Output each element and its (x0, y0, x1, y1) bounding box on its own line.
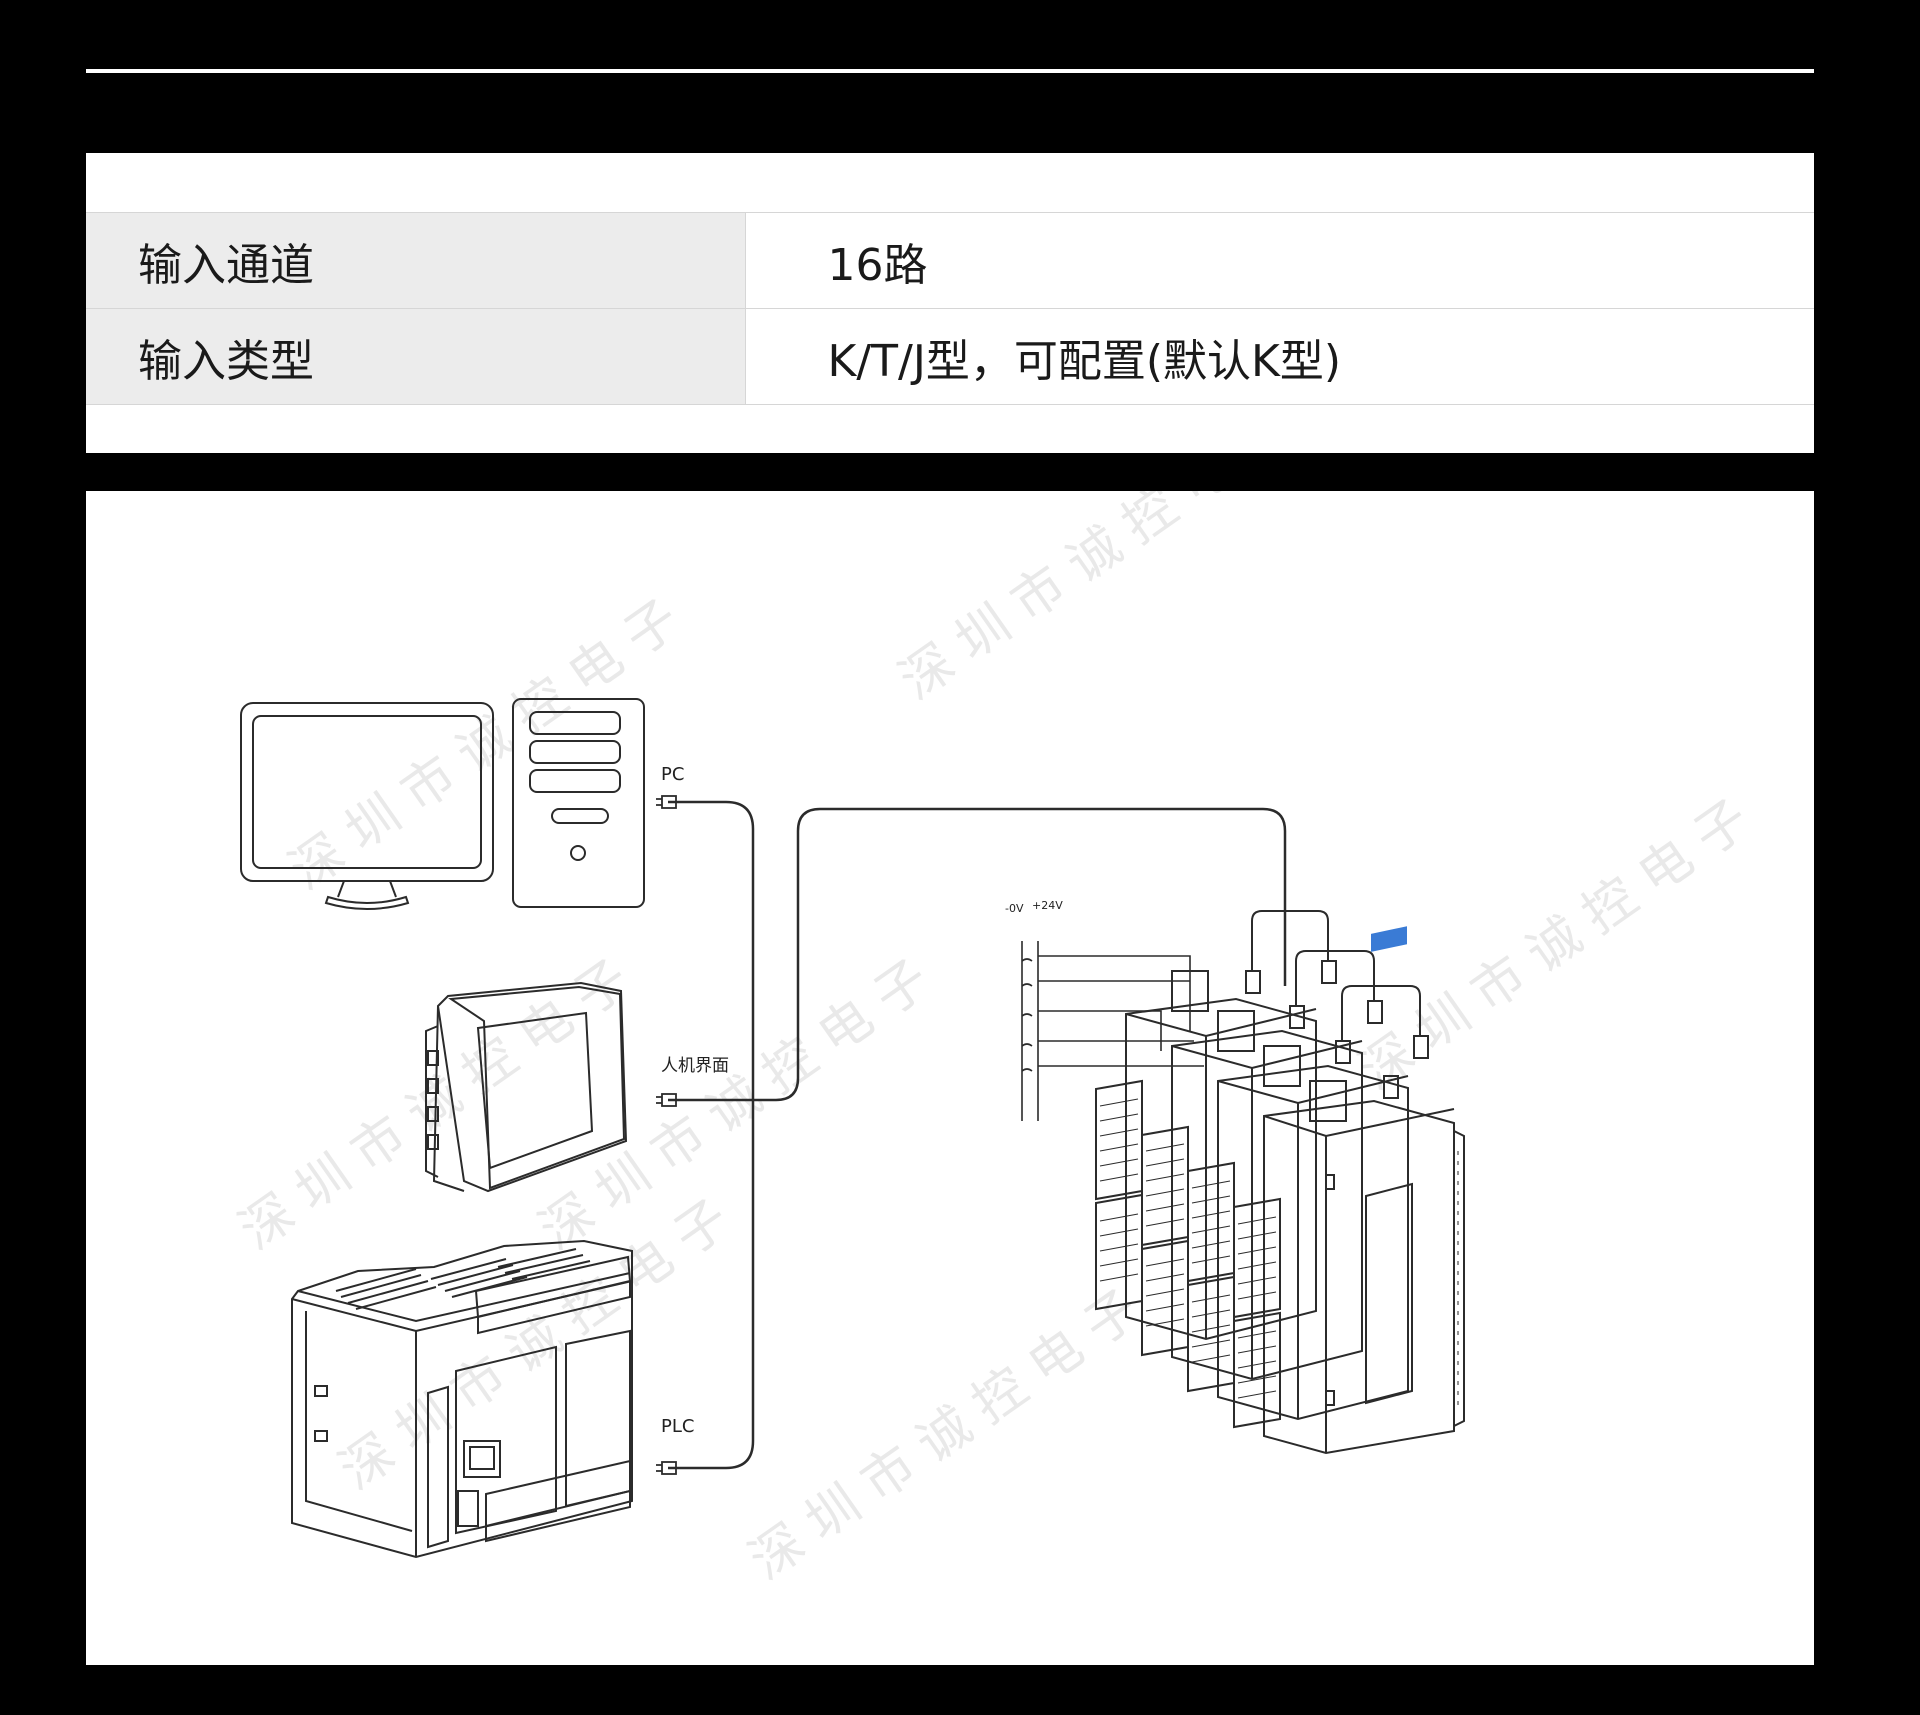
power-plus-label: +24V (1032, 899, 1063, 912)
communication-cable (668, 800, 1287, 1470)
connector-icon (656, 795, 677, 1475)
table-row: 输入类型 K/T/J型，可配置(默认K型) (86, 308, 1814, 405)
plc-icon (291, 1239, 633, 1559)
spec-value: 16路 (745, 212, 1814, 309)
plc-label: PLC (661, 1416, 694, 1437)
top-divider (86, 69, 1814, 73)
spec-label: 输入类型 (86, 308, 746, 405)
hmi-label: 人机界面 (661, 1056, 729, 1076)
watermark-text: 深圳市诚控电子 (889, 491, 1313, 712)
terminal-screws (1099, 1098, 1459, 1411)
power-minus-label: -0V (1005, 902, 1024, 915)
spec-panel: 输入通道 16路 输入类型 K/T/J型，可配置(默认K型) (86, 153, 1814, 453)
io-module-stack (1095, 910, 1465, 1455)
power-bus (1021, 941, 1204, 1121)
diagram-canvas: 深圳市诚控电子 深圳市诚控电子 深圳市诚控电子 深圳市诚控电子 深圳市诚控电子 … (229, 491, 1773, 1592)
monitor-icon (240, 702, 494, 910)
brand-logo (1371, 926, 1407, 952)
table-row: 输入通道 16路 (86, 212, 1814, 309)
spec-label: 输入通道 (86, 212, 746, 309)
wiring-diagram: 深圳市诚控电子 深圳市诚控电子 深圳市诚控电子 深圳市诚控电子 深圳市诚控电子 … (86, 491, 1814, 1665)
spec-value: K/T/J型，可配置(默认K型) (745, 308, 1814, 405)
pc-tower-icon (512, 698, 645, 908)
watermark-text: 深圳市诚控电子 (279, 579, 703, 901)
watermark-text: 深圳市诚控电子 (1349, 779, 1773, 1101)
watermark-text: 深圳市诚控电子 (739, 1269, 1163, 1591)
pc-label: PC (661, 764, 684, 785)
spec-table: 输入通道 16路 输入类型 K/T/J型，可配置(默认K型) (86, 212, 1814, 405)
hmi-panel-icon (425, 981, 628, 1193)
